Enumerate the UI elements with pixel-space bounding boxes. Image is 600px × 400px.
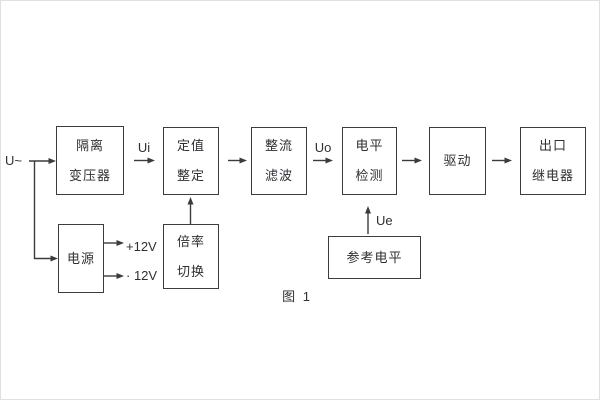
block-label-line: 整定 (176, 168, 205, 183)
block-label-line: 变压器 (68, 167, 111, 183)
signal-label-uo: Uo (314, 140, 332, 155)
block-rectifier-filter: 整流 滤波 (251, 127, 307, 195)
rail-label-positive: +12V (126, 239, 157, 254)
block-label-line: 参考电平 (346, 249, 403, 265)
block-reference-level: 参考电平 (328, 236, 421, 279)
wire-input-to-power (33, 161, 58, 262)
block-label-line: 驱动 (443, 153, 472, 168)
block-label-line: 电源 (66, 250, 95, 266)
block-drive: 驱动 (429, 127, 486, 195)
block-label-line: 倍率 (176, 233, 205, 249)
block-label-line: 出口 (538, 138, 567, 153)
block-label-line: 滤波 (264, 168, 293, 183)
block-label-line: 继电器 (531, 168, 574, 183)
block-ratio-switch: 倍率 切换 (163, 224, 219, 289)
block-label-line: 定值 (176, 138, 205, 153)
figure-caption: 图 1 (282, 289, 312, 304)
block-label-line: 整流 (264, 138, 293, 153)
block-isolation-transformer: 隔离 变压器 (56, 126, 124, 195)
block-power-supply: 电源 (58, 224, 104, 293)
block-label-line: 切换 (176, 263, 205, 279)
block-label-line: 电平 (355, 138, 384, 153)
block-output-relay: 出口 继电器 (520, 127, 586, 195)
block-label-line: 检测 (355, 168, 384, 183)
rail-label-negative: · 12V (126, 268, 158, 283)
signal-label-input: U~ (5, 153, 22, 168)
signal-label-ui: Ui (137, 140, 151, 155)
block-value-setting: 定值 整定 (163, 127, 219, 195)
block-level-detection: 电平 检测 (342, 127, 397, 195)
signal-label-ue: Ue (376, 213, 393, 228)
block-label-line: 隔离 (75, 137, 104, 153)
